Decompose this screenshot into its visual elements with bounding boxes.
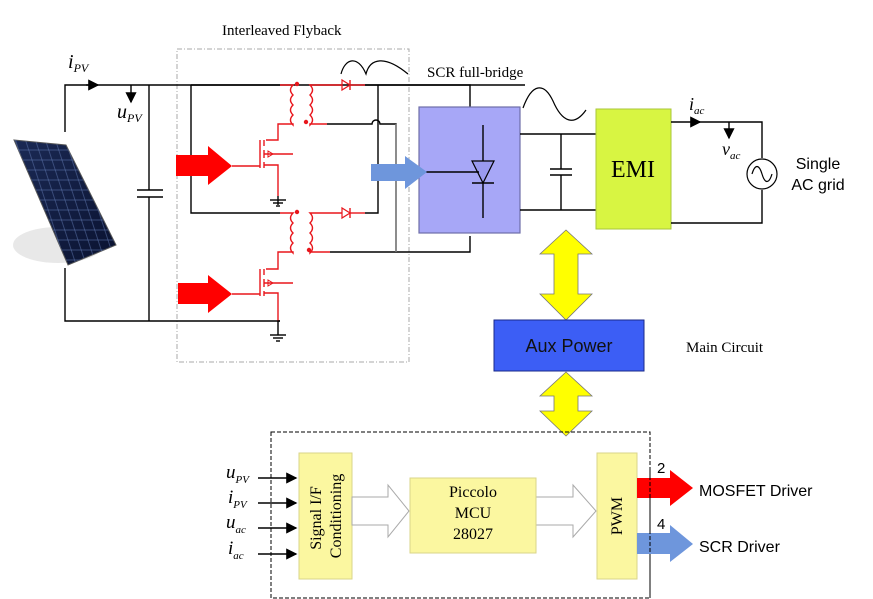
grid-label-line2: AC grid [791,177,844,194]
mcu-label-3: 28027 [453,526,493,543]
grid-top-wire [671,121,763,158]
pv-bottom-wire [64,268,280,322]
scr-symbol-icon [426,125,495,218]
ipv-label: iPV [68,51,90,75]
main-circuit-label: Main Circuit [686,340,764,356]
signal-conditioning-block [298,452,353,580]
input-uac: uac [226,512,246,536]
sine-waveform-icon [522,87,587,121]
iac-label: iac [689,94,705,117]
mcu-label-1: Piccolo [449,484,497,501]
power-link-arrow-upper [538,229,594,321]
control-inputs [258,472,298,560]
flyback-phase-1 [191,78,420,252]
solar-panel-icon [13,139,117,266]
flyback-title: Interleaved Flyback [222,23,342,39]
scr-drive-arrow [371,156,427,189]
scr-driver-count: 4 [657,516,665,533]
mcu-label-2: MCU [455,505,492,522]
scr-driver-arrow [637,525,693,562]
signal-conditioning-label: Signal I/F Conditioning [308,474,345,558]
mosfet-driver-count: 2 [657,460,665,477]
flyback-phase-2 [232,85,471,342]
ac-source-icon [746,158,778,190]
data-flow-arrow-2 [535,483,597,539]
aux-power-block [493,319,645,372]
power-link-arrow-lower [538,371,594,437]
scr-dc-top-wire [420,84,471,107]
input-upv: uPV [226,462,250,486]
scr-bridge-block [418,106,521,234]
pwm-block [596,452,638,580]
grid-bottom-wire [671,190,763,224]
grid-label-line1: Single [796,156,841,173]
upv-label: uPV [117,101,143,125]
emi-filter-block [595,108,672,230]
output-capacitor [520,133,596,211]
gate-drive-arrow-2 [178,275,232,313]
mcu-block [409,477,537,554]
vac-label: vac [722,139,741,162]
input-capacitor [137,85,163,321]
gate-drive-arrow-1 [176,146,232,185]
input-ipv: iPV [228,487,248,511]
rectified-waveform-icon [340,60,409,76]
emi-label: EMI [611,157,655,183]
input-iac: iac [228,538,244,562]
mosfet-driver-label: MOSFET Driver [699,483,813,500]
scr-title: SCR full-bridge [427,65,524,81]
data-flow-arrow-1 [351,483,410,539]
pwm-label: PWM [609,497,626,535]
mosfet-driver-arrow [637,470,693,506]
flyback-left-rail [190,85,280,214]
flyback-boundary [176,48,410,363]
aux-power-label: Aux Power [525,336,612,356]
scr-driver-label: SCR Driver [699,539,781,556]
